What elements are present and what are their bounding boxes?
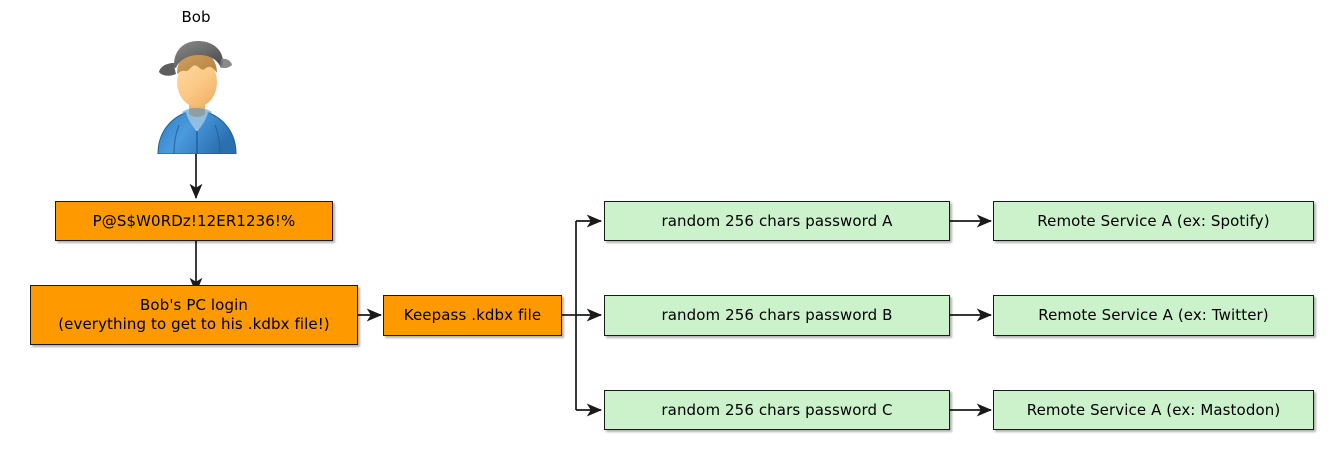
node-master-password[interactable]: P@S$W0RDz!12ER1236!%	[55, 201, 333, 241]
node-pc-login-label-line1: Bob's PC login	[140, 296, 248, 314]
node-service-mastodon[interactable]: Remote Service A (ex: Mastodon)	[993, 390, 1314, 430]
node-keepass-file[interactable]: Keepass .kdbx file	[383, 295, 562, 336]
node-service-spotify-label: Remote Service A (ex: Spotify)	[1037, 211, 1270, 230]
node-master-password-label: P@S$W0RDz!12ER1236!%	[92, 211, 296, 230]
edge-keepass-branch-bus	[562, 214, 603, 417]
node-service-spotify[interactable]: Remote Service A (ex: Spotify)	[993, 201, 1314, 241]
node-password-c[interactable]: random 256 chars password C	[604, 390, 950, 430]
node-pc-login-label-line2: (everything to get to his .kdbx file!)	[58, 315, 330, 333]
user-avatar-icon	[152, 32, 242, 155]
node-service-mastodon-label: Remote Service A (ex: Mastodon)	[1026, 400, 1281, 419]
node-password-a-label: random 256 chars password A	[661, 211, 893, 230]
node-pc-login[interactable]: Bob's PC login (everything to get to his…	[30, 285, 358, 345]
node-keepass-file-label: Keepass .kdbx file	[403, 306, 542, 324]
node-service-twitter-label: Remote Service A (ex: Twitter)	[1038, 306, 1269, 324]
person-name-label: Bob	[181, 8, 211, 26]
node-password-b[interactable]: random 256 chars password B	[604, 295, 950, 336]
node-password-a[interactable]: random 256 chars password A	[604, 201, 950, 241]
node-service-twitter[interactable]: Remote Service A (ex: Twitter)	[993, 295, 1314, 336]
node-password-c-label: random 256 chars password C	[661, 400, 893, 419]
node-password-b-label: random 256 chars password B	[661, 306, 893, 324]
